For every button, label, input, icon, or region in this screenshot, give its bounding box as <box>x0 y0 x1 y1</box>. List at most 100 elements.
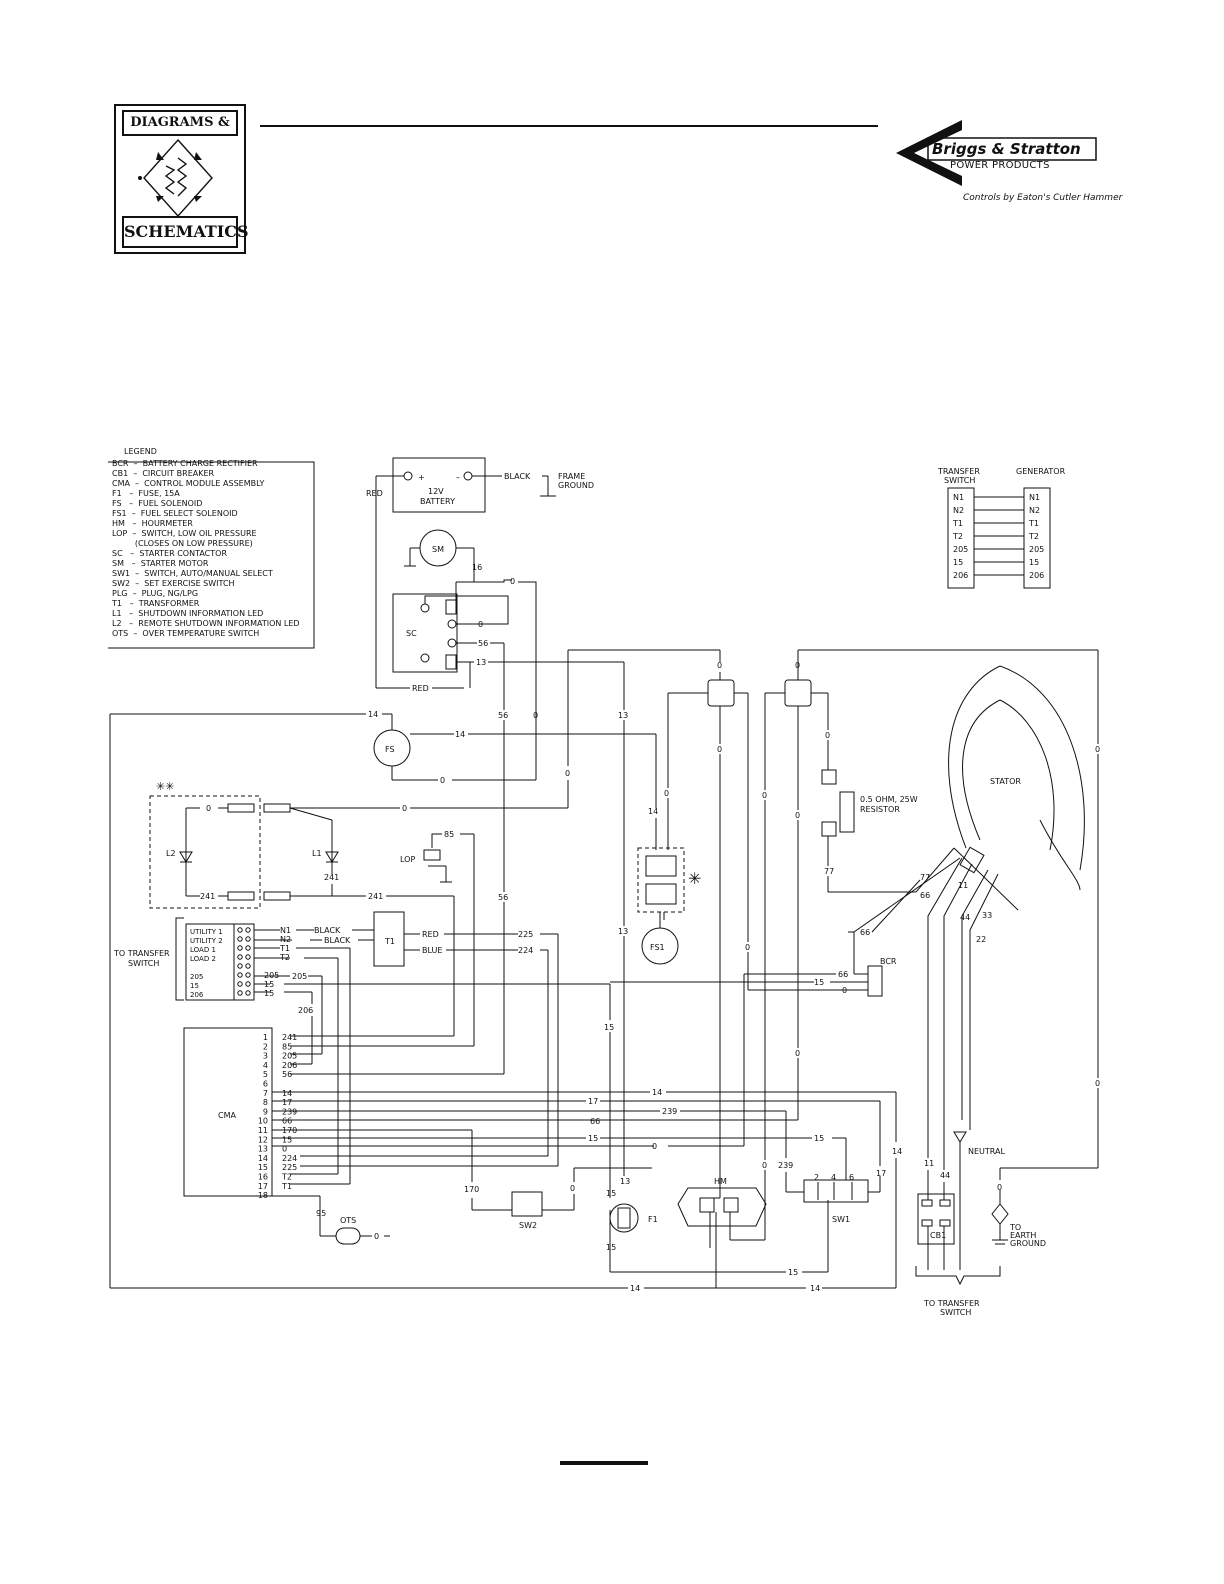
connector-1 <box>707 679 735 707</box>
wire-15-f: 15 <box>606 1243 616 1252</box>
wire-14-a: 14 <box>368 710 378 719</box>
diagrams-schematics-logo: DIAGRAMS & SCHEMATICS <box>114 104 249 254</box>
wire-15-d: 15 <box>814 1134 824 1143</box>
wire-66-d: 66 <box>590 1117 600 1126</box>
briggs-stratton-logo: Briggs & Stratton POWER PRODUCTS <box>894 118 1104 188</box>
starter-contactor-box <box>392 593 458 673</box>
wire-95: 95 <box>316 1209 326 1218</box>
cma-pin-number: 2 <box>263 1042 268 1051</box>
cma-pin-wire: T1 <box>281 1182 292 1191</box>
wire-0-i: 0 <box>717 661 722 670</box>
wire-241-a: 241 <box>324 873 339 882</box>
t1-red-wire: RED <box>422 930 439 939</box>
cma-pin-wire: 205 <box>282 1052 297 1061</box>
frame-label: FRAME <box>558 472 585 481</box>
wire-0-c: 0 <box>533 711 538 720</box>
wire-0-e: 0 <box>565 769 570 778</box>
terminal-screw <box>245 945 251 951</box>
wire-0-j: 0 <box>795 661 800 670</box>
wire-0-q: 0 <box>1095 1079 1100 1088</box>
terminal-screw <box>237 972 243 978</box>
wire-17-b: 17 <box>876 1169 886 1178</box>
cma-pin-wire: 85 <box>282 1042 292 1051</box>
cma-pin-number: 12 <box>258 1135 268 1144</box>
ots-label: OTS <box>340 1216 356 1225</box>
wire-85: 85 <box>444 830 454 839</box>
earth-label-1: TO <box>1009 1223 1021 1232</box>
wire-170: 170 <box>464 1185 479 1194</box>
logo-top-text: DIAGRAMS & <box>122 110 238 136</box>
legend-item: BCR – BATTERY CHARGE RECTIFIER <box>112 459 258 468</box>
legend-border <box>108 461 315 649</box>
terminal-wire: T1 <box>279 944 290 953</box>
wire-0-x: 0 <box>997 1183 1002 1192</box>
wire-0-n: 0 <box>795 811 800 820</box>
wire-16: 16 <box>472 563 482 572</box>
xref-left-row: 15 <box>953 558 963 567</box>
xref-left-row: N2 <box>953 506 964 515</box>
diamond-brand-icon <box>896 120 1097 186</box>
cma-pin-wire: 224 <box>282 1154 297 1163</box>
cma-pin-number: 8 <box>263 1098 268 1107</box>
wire-15-e: 15 <box>606 1189 616 1198</box>
wire-14-f: 14 <box>630 1284 640 1293</box>
wire-11-a: 11 <box>958 881 968 890</box>
exercise-switch-box <box>511 1191 543 1217</box>
legend-item: L2 – REMOTE SHUTDOWN INFORMATION LED <box>112 619 300 628</box>
terminal-wire: 15 <box>264 989 274 998</box>
cma-pin-wire: T2 <box>281 1173 292 1182</box>
terminal-screw <box>245 936 251 942</box>
legend-item: T1 – TRANSFORMER <box>111 599 200 608</box>
plug-box <box>637 847 685 913</box>
xref-left-row: T2 <box>952 532 963 541</box>
stator-outer <box>999 665 1085 871</box>
wire-15-a: 15 <box>814 978 824 987</box>
cma-pin-number: 9 <box>263 1107 268 1116</box>
wire-44-a: 44 <box>960 913 970 922</box>
xref-left-row: N1 <box>953 493 964 502</box>
cma-pin-number: 15 <box>258 1163 268 1172</box>
neutral-label: NEUTRAL <box>968 1147 1005 1156</box>
legend-item: FS1 – FUEL SELECT SOLENOID <box>112 509 238 518</box>
battery-minus: – <box>456 473 460 482</box>
earth-label-2: EARTH <box>1010 1231 1036 1240</box>
remote-led-asterisk: ✳✳ <box>156 780 174 793</box>
wire-66-b: 66 <box>860 928 870 937</box>
cb1-label: CB1 <box>930 1231 946 1240</box>
xref-transfer-box <box>947 487 975 589</box>
wire-241-c: 241 <box>368 892 383 901</box>
sm-label: SM <box>432 545 444 554</box>
sw1-terminal-6: 6 <box>849 1173 854 1182</box>
wire-0-m: 0 <box>762 791 767 800</box>
cma-pin-number: 5 <box>263 1070 268 1079</box>
bridge-rectifier-icon <box>138 138 213 218</box>
to-transfer-bottom-2: SWITCH <box>940 1308 971 1317</box>
cma-pin-number: 7 <box>263 1089 268 1098</box>
l1-label: L1 <box>312 849 322 858</box>
cma-pin-wire: 14 <box>282 1089 292 1098</box>
wire-56-a: 56 <box>478 639 488 648</box>
wire-15-c: 15 <box>588 1134 598 1143</box>
terminal-wire: N1 <box>280 926 291 935</box>
wire-0-l: 0 <box>745 943 750 952</box>
legend-item: OTS – OVER TEMPERATURE SWITCH <box>112 629 259 638</box>
cma-pin-number: 1 <box>263 1033 268 1042</box>
wire-205-a: 205 <box>292 972 307 981</box>
legend-item: CMA – CONTROL MODULE ASSEMBLY <box>112 479 264 488</box>
terminal-label: UTILITY 2 <box>190 937 223 945</box>
wire-0-o: 0 <box>825 731 830 740</box>
stator-label: STATOR <box>990 777 1021 786</box>
wire-0-v: 0 <box>570 1184 575 1193</box>
cma-pin-wire: 15 <box>282 1135 292 1144</box>
terminal-screw <box>245 963 251 969</box>
battery-plus: + <box>418 473 425 482</box>
terminal-screw <box>245 954 251 960</box>
wire-0-w: 0 <box>374 1232 379 1241</box>
earth-ground-shape <box>991 1203 1009 1225</box>
transformer-box <box>373 911 405 967</box>
legend-item: L1 – SHUTDOWN INFORMATION LED <box>112 609 263 618</box>
brand-subtitle: POWER PRODUCTS <box>950 160 1050 171</box>
legend-title: LEGEND <box>124 447 157 456</box>
cma-pin-wire: 17 <box>282 1098 292 1107</box>
